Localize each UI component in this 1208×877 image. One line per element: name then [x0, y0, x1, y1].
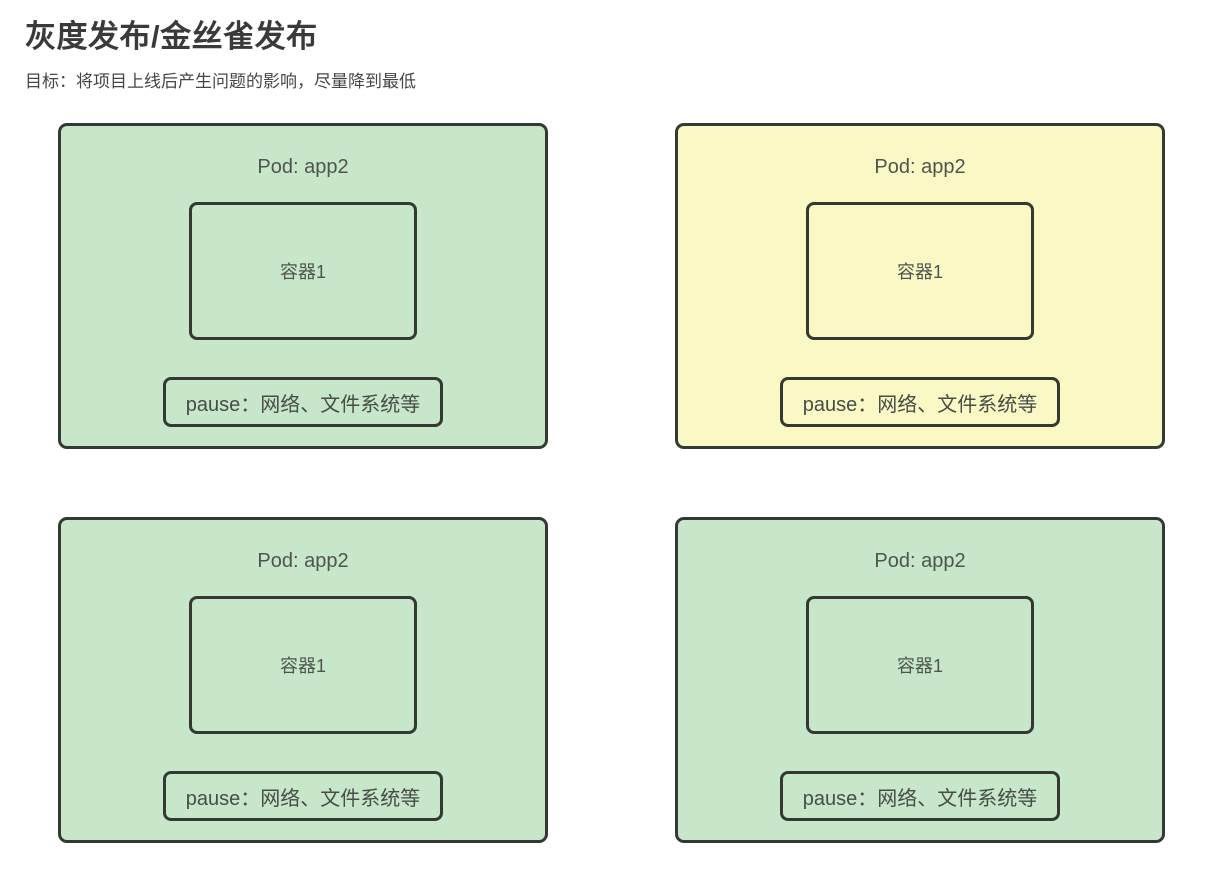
pause-box: pause：网络、文件系统等 [780, 377, 1060, 427]
pause-label: pause：网络、文件系统等 [802, 393, 1038, 416]
pod-title: Pod: app2 [874, 550, 966, 572]
container-label: 容器1 [896, 262, 943, 282]
pause-label: pause：网络、文件系统等 [802, 787, 1038, 810]
pod-card-top-right: Pod: app2 容器1 pause：网络、文件系统等 [675, 123, 1165, 449]
pod-diagram-grid: Pod: app2 容器1 pause：网络、文件系统等 Pod: app2 容… [58, 123, 1165, 843]
pod-card-bottom-left: Pod: app2 容器1 pause：网络、文件系统等 [58, 517, 548, 843]
pod-title: Pod: app2 [874, 156, 966, 178]
container-box: 容器1 [806, 596, 1034, 734]
container-box: 容器1 [189, 596, 417, 734]
pod-title: Pod: app2 [257, 156, 349, 178]
pause-box: pause：网络、文件系统等 [780, 771, 1060, 821]
pod-card-top-left: Pod: app2 容器1 pause：网络、文件系统等 [58, 123, 548, 449]
pause-box: pause：网络、文件系统等 [163, 377, 443, 427]
pause-label: pause：网络、文件系统等 [185, 393, 421, 416]
pause-label: pause：网络、文件系统等 [185, 787, 421, 810]
container-label: 容器1 [279, 656, 326, 676]
page-title: 灰度发布/金丝雀发布 [25, 19, 318, 54]
pause-box: pause：网络、文件系统等 [163, 771, 443, 821]
container-box: 容器1 [806, 202, 1034, 340]
page-header: 灰度发布/金丝雀发布 目标：将项目上线后产生问题的影响，尽量降到最低 [0, 0, 1208, 94]
container-label: 容器1 [279, 262, 326, 282]
page-subtitle: 目标：将项目上线后产生问题的影响，尽量降到最低 [25, 72, 416, 91]
pod-card-bottom-right: Pod: app2 容器1 pause：网络、文件系统等 [675, 517, 1165, 843]
container-box: 容器1 [189, 202, 417, 340]
pod-title: Pod: app2 [257, 550, 349, 572]
container-label: 容器1 [896, 656, 943, 676]
